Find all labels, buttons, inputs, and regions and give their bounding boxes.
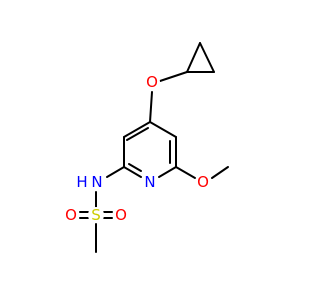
atom-label-sulfur: S: [91, 206, 101, 224]
atom-oxygen-ether: O: [144, 73, 160, 91]
bond-c2-nitrogen: [106, 166, 125, 178]
atom-oxygen-sulfonyl-left: O: [63, 206, 79, 224]
bond-ring-c2-n: [123, 166, 142, 178]
bond-ring-c2-n-double: [128, 163, 142, 172]
atom-label-nitrogen-amine: N: [91, 173, 102, 191]
bond-cyclopropyl-oxygen: [159, 71, 188, 82]
atom-hydrogen-amine: H: [75, 173, 89, 191]
bond-ring-c5-c4: [149, 121, 177, 138]
atom-label-oxygen-sulfonyl-left: O: [65, 206, 77, 224]
atom-label-oxygen-sulfonyl-right: O: [115, 206, 127, 224]
bonds-group: [79, 42, 229, 253]
atom-label-hydrogen-amine: H: [76, 173, 87, 191]
atom-oxygen-methoxy: O: [195, 173, 211, 191]
bond-methoxy-methyl: [211, 166, 229, 179]
bond-ring-n-c6: [158, 166, 177, 178]
atom-label-oxygen-methoxy: O: [197, 173, 209, 191]
bond-c6-methoxy-oxygen: [175, 166, 196, 179]
atom-label-oxygen-ether: O: [146, 73, 158, 91]
bond-ring-c4-c3: [123, 121, 151, 138]
atom-oxygen-sulfonyl-right: O: [113, 206, 129, 224]
molecule-canvas: O N O N H S O O: [63, 42, 229, 253]
atoms-group: O N O N H S O O: [63, 73, 211, 224]
bond-cyclopropyl-1: [186, 42, 201, 73]
atom-nitrogen-ring: N: [142, 173, 158, 191]
atom-label-nitrogen-ring: N: [144, 173, 155, 191]
bond-ring-c4-c3-double: [126, 127, 149, 141]
bond-cyclopropyl-2: [199, 42, 215, 73]
atom-sulfur: S: [88, 206, 104, 224]
atom-nitrogen-amine: N: [89, 173, 105, 191]
structure-drawing: O N O N H S O O: [63, 42, 229, 253]
bond-oxygen-ring: [149, 91, 153, 123]
